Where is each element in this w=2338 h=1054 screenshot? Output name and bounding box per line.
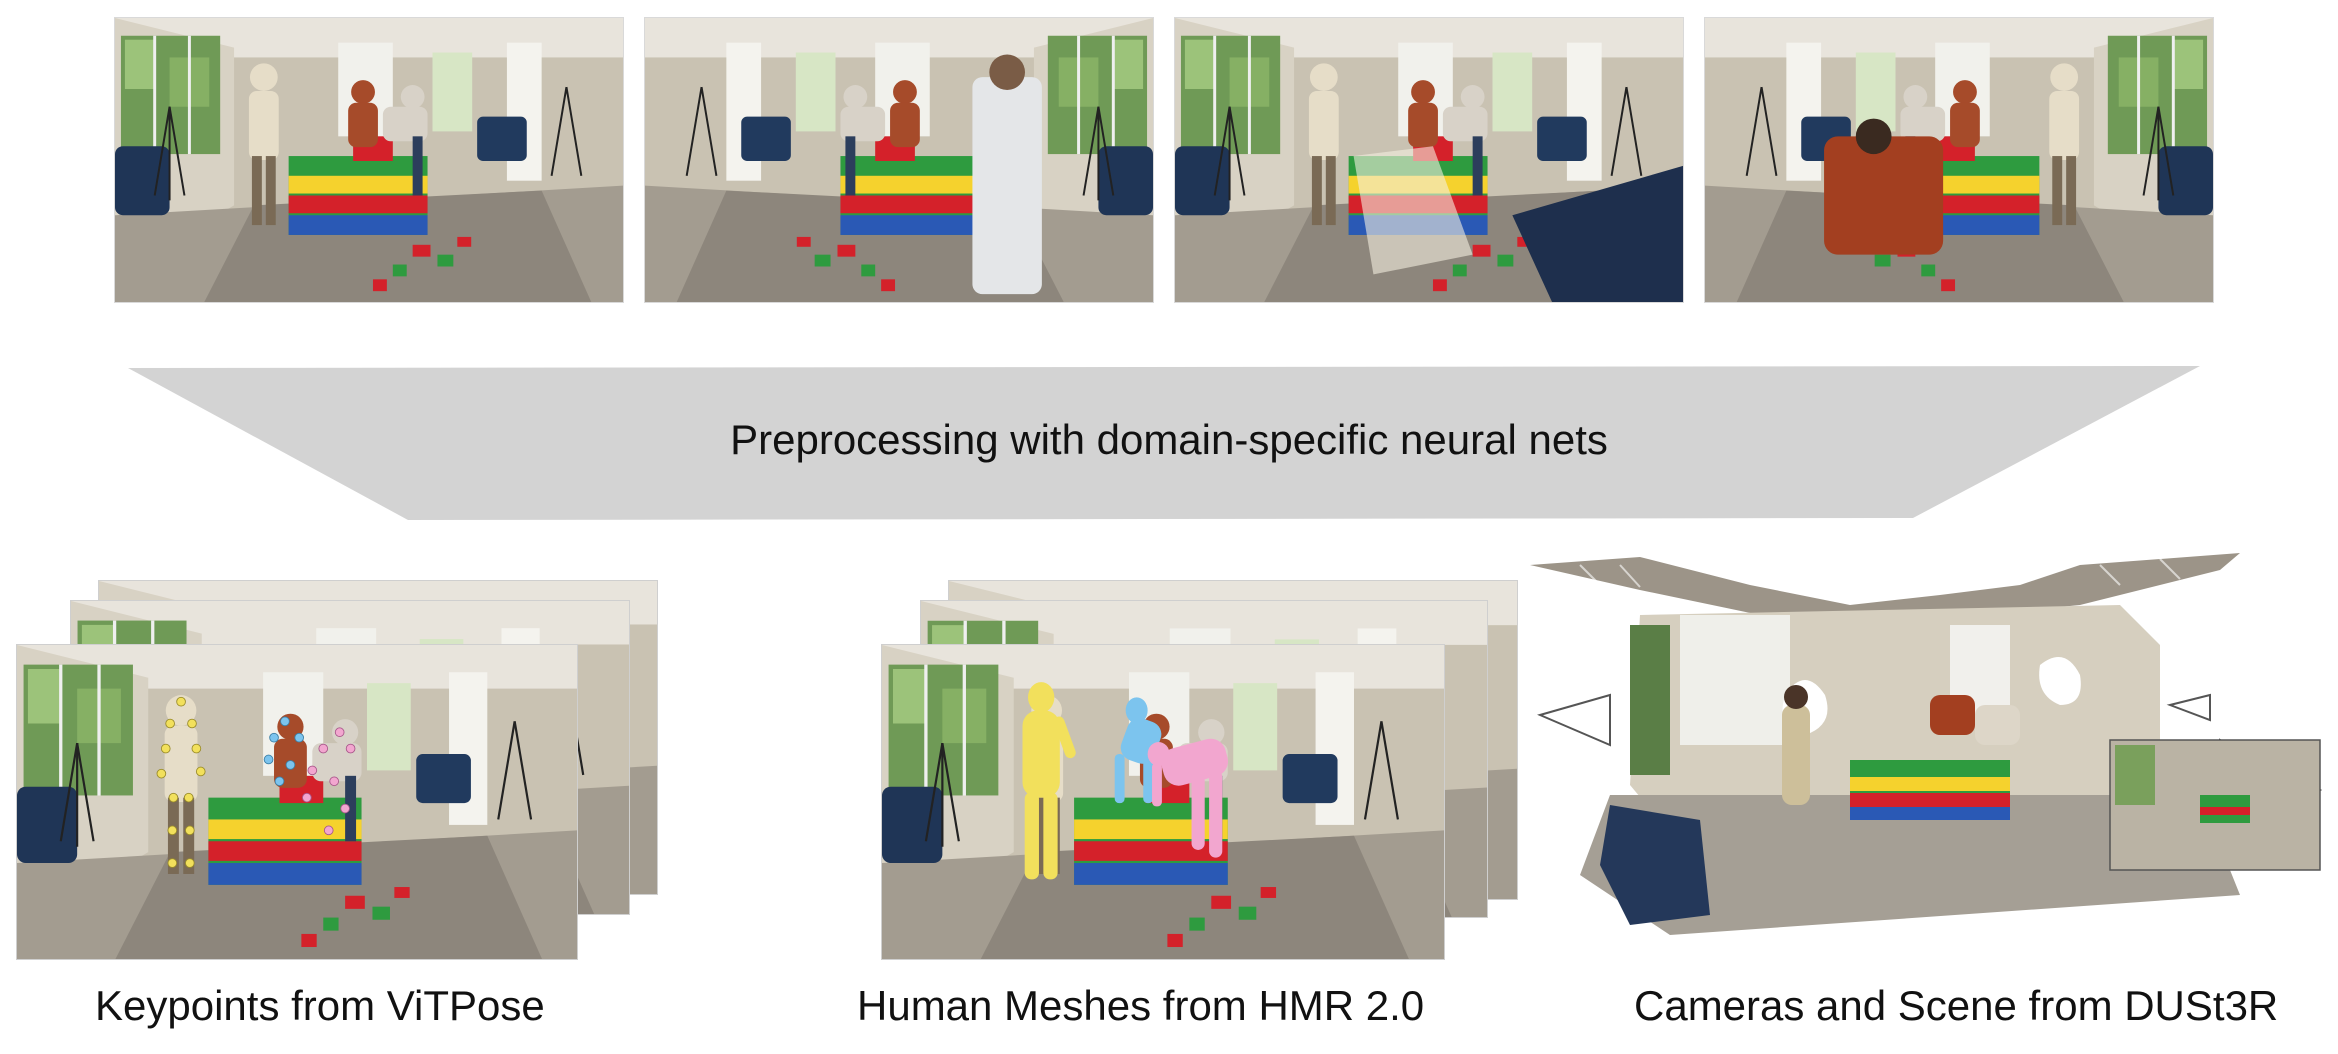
keypoints-person-blue [263, 716, 304, 787]
keypoints-caption: Keypoints from ViTPose [95, 982, 545, 1029]
keypoints-person-yellow [156, 696, 206, 868]
keypoints-frame [16, 644, 578, 960]
input-view-2 [644, 17, 1154, 303]
meshes-frame [881, 644, 1445, 960]
preprocessing-funnel [128, 366, 2200, 520]
mesh-person-pink [1147, 738, 1229, 858]
keypoints-person-pink [302, 727, 356, 836]
funnel-label: Preprocessing with domain-specific neura… [730, 416, 1608, 463]
scene-reconstruction [1530, 553, 2323, 935]
input-view-4 [1704, 17, 2214, 303]
mesh-person-yellow [1022, 682, 1076, 880]
scene-caption: Cameras and Scene from DUSt3R [1634, 982, 2279, 1029]
input-view-1 [114, 17, 624, 303]
input-view-3 [1174, 17, 1684, 303]
meshes-caption: Human Meshes from HMR 2.0 [857, 982, 1425, 1029]
